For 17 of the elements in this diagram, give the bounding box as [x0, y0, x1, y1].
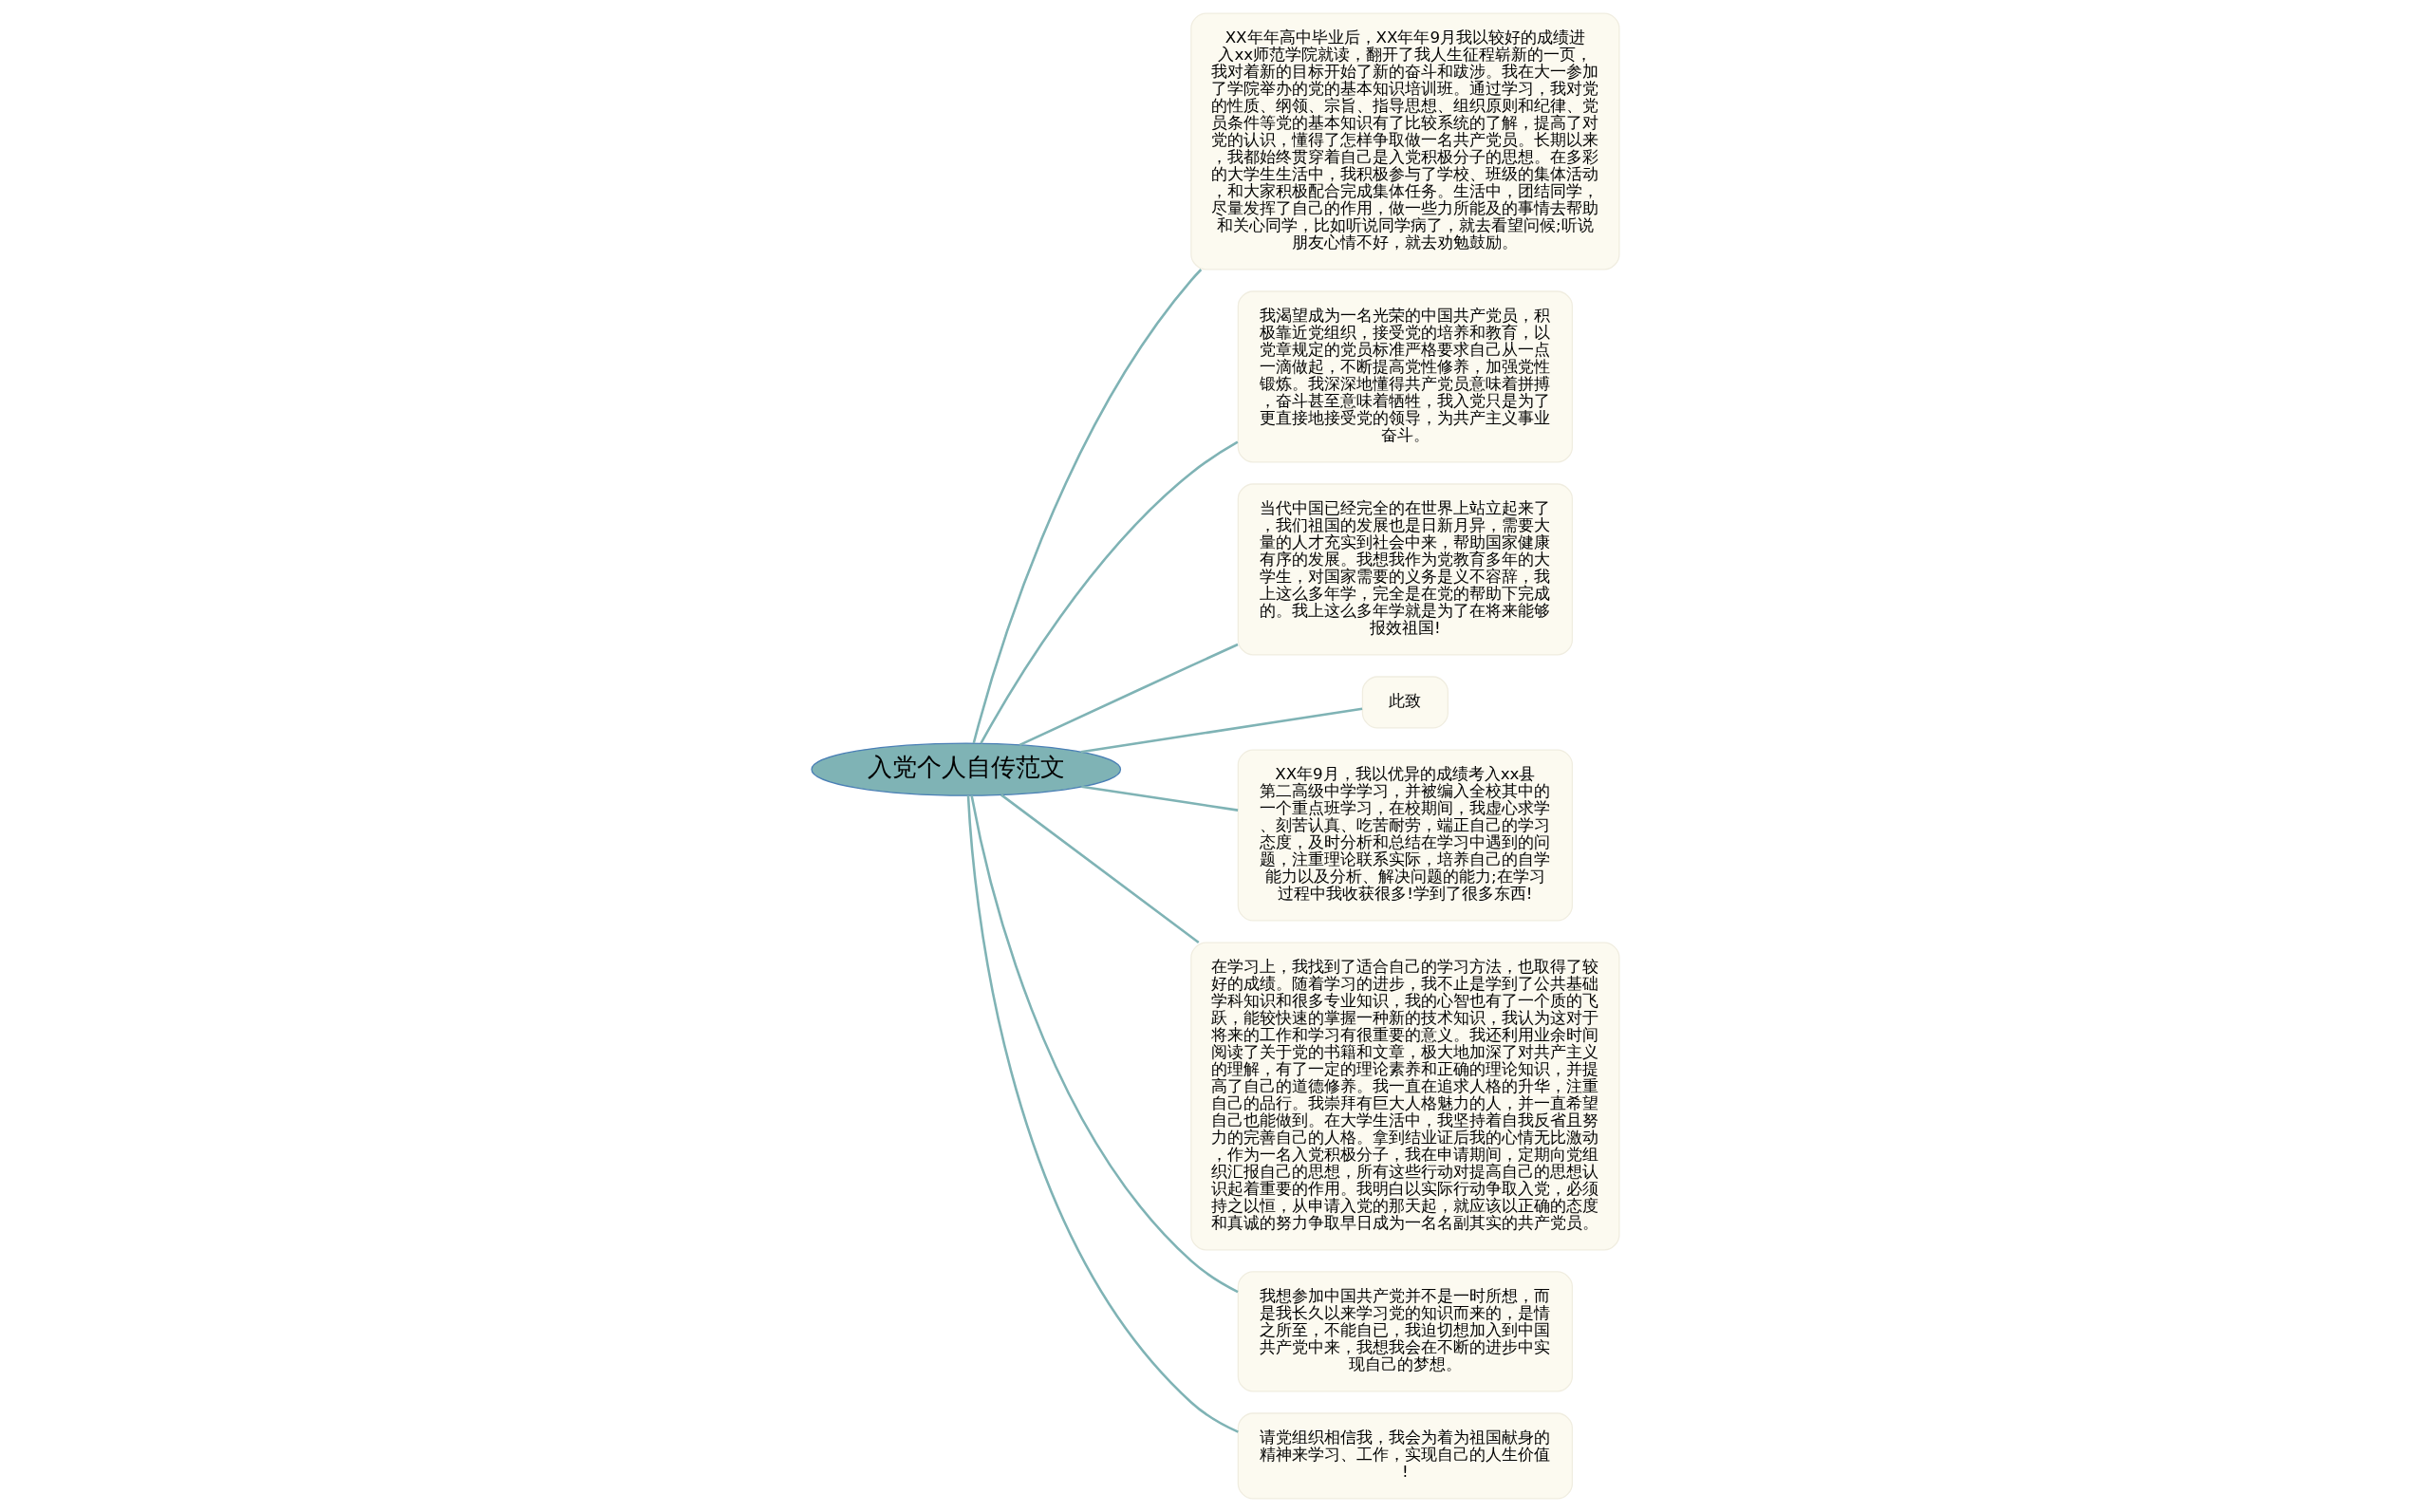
node-box: 我渴望成为一名光荣的中国共产党员，积极靠近党组织，接受党的培养和教育，以党章规定的党员标准严格要求自己从一点一滴做起，不断提高党性修养，加强党性锻炼。我深深地懂得共产党员意味着拼搏，奋斗甚至意味着牺牲，我入党只是为了更直接地接受党的领导，为共产主义事业奋斗。	[1237, 290, 1573, 463]
connector	[1019, 643, 1239, 747]
node-box: 我想参加中国共产党并不是一时所想，而是我长久以来学习党的知识而来的，是情之所至，不能自已，我迫切想加入到中国共产党中来，我想我会在不断的进步中实现自己的梦想。	[1237, 1271, 1573, 1392]
connector	[972, 269, 1202, 744]
connector	[1000, 793, 1200, 944]
node-ellipse: 入党个人自传范文	[810, 742, 1121, 796]
connector	[969, 795, 1239, 1294]
node-box: XX年年高中毕业后，XX年年9月我以较好的成绩进入xx师范学院就读，翻开了我人生征程崭新的一页，我对着新的目标开始了新的奋斗和跋涉。我在大一参加了学院举办的党的基本知识培训班。通过学习，我对党的性质、纲领、宗旨、指导思想、组织原则和纪律、党员条件等党的基本知识有了比较系统的了解，提高了对党的认识，懂得了怎样争取做一名共产党员。长期以来，我都始终贯穿着自己是入党积极分子的思想。在多彩的大学生生活中，我积极参与了学校、班级的集体活动，和大家积极配合完成集体任务。生活中，团结同学，尽量发挥了自己的作用，做一些力所能及的事情去帮助和关心同学，比如听说同学病了，就去看望问候;听说朋友心情不好，就去劝勉鼓励。	[1189, 12, 1619, 271]
connector	[1080, 707, 1362, 754]
node-box: 此致	[1361, 676, 1449, 729]
connector	[966, 795, 1239, 1433]
connector	[979, 440, 1238, 744]
connector	[1080, 785, 1238, 812]
node-box: 当代中国已经完全的在世界上站立起来了，我们祖国的发展也是日新月异，需要大量的人才充实到社会中来，帮助国家健康有序的发展。我想我作为党教育多年的大学生，对国家需要的义务是义不容辞，我上这么多年学，完全是在党的帮助下完成的。我上这么多年学就是为了在将来能够报效祖国!	[1237, 483, 1573, 656]
node-box: XX年9月，我以优异的成绩考入xx县第二高级中学学习，并被编入全校其中的一个重点班学习，在校期间，我虚心求学、刻苦认真、吃苦耐劳，端正自己的学习态度，及时分析和总结在学习中遇到的问题，注重理论联系实际，培养自己的自学能力以及分析、解决问题的能力;在学习过程中我收获很多!学到了很多东西!	[1237, 749, 1573, 922]
node-box: 在学习上，我找到了适合自己的学习方法，也取得了较好的成绩。随着学习的进步，我不止是学到了公共基础学科知识和很多专业知识，我的心智也有了一个质的飞跃，能较快速的掌握一种新的技术知识，我认为这对于将来的工作和学习有很重要的意义。我还利用业余时间阅读了关于党的书籍和文章，极大地加深了对共产主义的理解，有了一定的理论素养和正确的理论知识，并提高了自己的道德修养。我一直在追求人格的升华，注重自己的品行。我崇拜有巨大人格魅力的人，并一直希望自己也能做到。在大学生活中，我坚持着自我反省且努力的完善自己的人格。拿到结业证后我的心情无比激动，作为一名入党积极分子，我在申请期间，定期向党组织汇报自己的思想，所有这些行动对提高自己的思想认识起着重要的作用。我明白以实际行动争取入党，必须持之以恒，从申请入党的那天起，就应该以正确的态度和真诚的努力争取早日成为一名名副其实的共产党员。	[1189, 942, 1619, 1251]
node-box: 请党组织相信我，我会为着为祖国献身的精神来学习、工作，实现自己的人生价值!	[1237, 1412, 1573, 1500]
